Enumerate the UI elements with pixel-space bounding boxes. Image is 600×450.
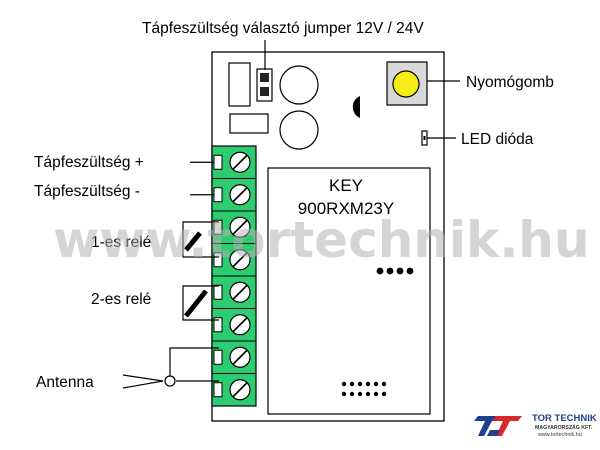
- relay1-contact: [184, 231, 202, 252]
- jumper-label: Tápfeszültség választó jumper 12V / 24V: [142, 20, 424, 37]
- power-plus-label: Tápfeszültség +: [34, 154, 144, 171]
- company-logo: TOR TECHNIK MAGYARORSZÁG KFT. www.tortec…: [474, 413, 597, 438]
- relay2-label: 2-es relé: [91, 291, 151, 308]
- screw-slot-icon: [232, 284, 248, 300]
- terminal-block: [190, 145, 257, 407]
- module-pads-row: [376, 267, 414, 275]
- terminal-slot: [213, 284, 223, 300]
- terminal-slot: [213, 187, 223, 203]
- screw-slot-icon: [232, 154, 248, 170]
- power-minus-label: Tápfeszültség -: [34, 183, 140, 200]
- terminal-slot: [213, 219, 223, 235]
- terminal-slot: [213, 349, 223, 365]
- module-pads-grid: [341, 381, 387, 397]
- logo-name: TOR TECHNIK: [532, 413, 597, 424]
- radio-module: [267, 167, 431, 415]
- terminal-slot: [213, 317, 223, 333]
- screw-slot-icon: [232, 219, 248, 235]
- capacitor-bottom: [279, 110, 319, 150]
- antenna-label: Antenna: [36, 374, 94, 391]
- relay1-label: 1-es relé: [91, 234, 151, 251]
- led-diode-core: [423, 136, 426, 140]
- push-button[interactable]: [392, 70, 420, 98]
- logo-country: MAGYARORSZÁG KFT.: [535, 424, 593, 431]
- screw-slot-icon: [232, 349, 248, 365]
- capacitor-top: [279, 65, 319, 105]
- transistor-component: [352, 96, 360, 118]
- module-name: KEY: [329, 176, 363, 195]
- logo-url: www.tortechnik.hu: [537, 432, 582, 438]
- pointer-lines: [264, 40, 460, 139]
- logo-mark-blue-2: [487, 430, 500, 436]
- terminal-slot: [213, 382, 223, 398]
- screw-slot-icon: [232, 317, 248, 333]
- module-code: 900RXM23Y: [298, 199, 394, 218]
- terminal-slot: [213, 154, 223, 170]
- terminal-slot: [213, 252, 223, 268]
- relay-component: [228, 62, 251, 107]
- relay2-contact: [184, 289, 208, 318]
- antenna-arrow: [122, 374, 164, 389]
- jumper-pin-bottom: [260, 87, 269, 96]
- screw-slot-icon: [232, 382, 248, 398]
- wiring: [169, 221, 219, 382]
- watermark-text: www.tortechnik.hu: [53, 211, 590, 269]
- antenna-connector: [164, 375, 176, 387]
- push-button-panel: [386, 61, 428, 106]
- led-label: LED dióda: [461, 131, 534, 148]
- screw-slot-icon: [232, 252, 248, 268]
- jumper-pin-top: [260, 73, 269, 82]
- resistor-component: [229, 113, 269, 134]
- button-label: Nyomógomb: [466, 74, 554, 91]
- screw-slot-icon: [232, 187, 248, 203]
